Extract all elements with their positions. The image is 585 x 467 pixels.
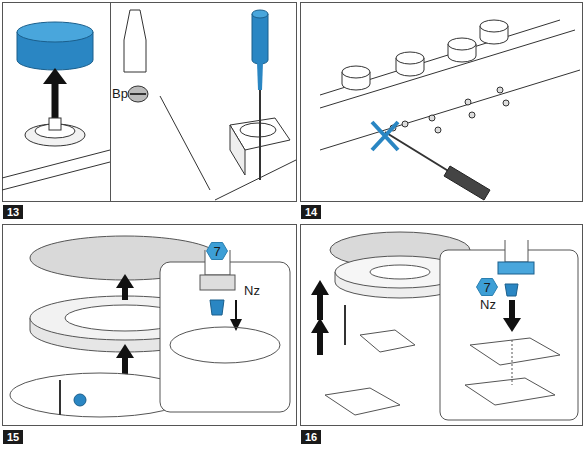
step-number-text: 16 <box>305 431 317 443</box>
step-number-text: 15 <box>7 431 19 443</box>
front-panel-warning <box>320 20 580 200</box>
step-number: 13 <box>3 205 23 219</box>
wrench-size-hexagon: 7 <box>206 242 228 260</box>
part-label: Bp <box>112 86 128 101</box>
part-label: Nz <box>244 283 260 298</box>
wrench-size: 7 <box>213 244 220 259</box>
knob-removal <box>2 22 110 190</box>
step-number-text: 13 <box>7 206 19 218</box>
step-number: 15 <box>3 430 23 444</box>
bypass-adjustment <box>124 10 296 200</box>
step-number: 16 <box>301 430 321 444</box>
wrench-size-hexagon: 7 <box>476 278 498 296</box>
step-number-text: 14 <box>305 206 317 218</box>
part-label: Nz <box>480 297 496 312</box>
burner-disassembly <box>10 236 290 417</box>
step-number: 14 <box>301 205 321 219</box>
burner-disassembly <box>311 232 578 420</box>
wrench-size: 7 <box>483 280 490 295</box>
